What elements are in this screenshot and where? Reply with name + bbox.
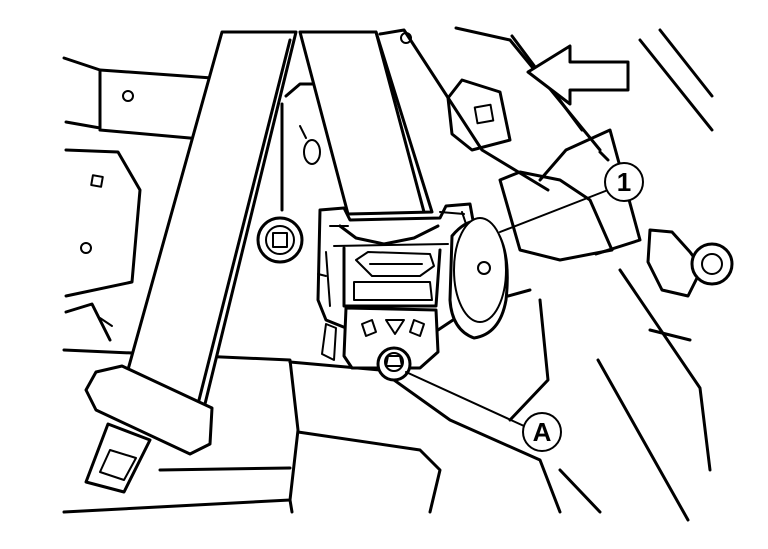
- callout-a: A: [405, 371, 562, 452]
- belt-tongue: [84, 364, 214, 494]
- b-pillar-trim: [256, 82, 382, 264]
- callout-1: 1: [499, 162, 644, 233]
- mounting-bolt: [376, 346, 412, 382]
- body-panel-right: [378, 26, 734, 522]
- callout-1-label: 1: [617, 167, 631, 197]
- front-direction-arrow-icon: [526, 44, 630, 106]
- callout-a-label: A: [533, 417, 552, 447]
- mounting-bracket: [321, 306, 440, 370]
- retractor-spool: [448, 217, 532, 340]
- belt-webbing-upper: [298, 30, 434, 216]
